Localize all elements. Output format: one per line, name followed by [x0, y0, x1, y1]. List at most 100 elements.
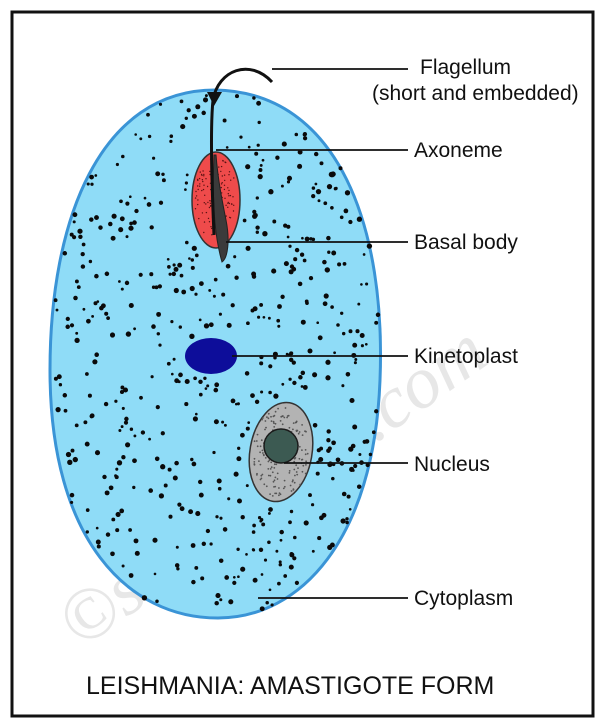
cytoplasm-granule [256, 196, 259, 199]
cytoplasm-granule [151, 324, 156, 329]
cytoplasm-granule [374, 321, 378, 325]
nucleus-speckle [260, 479, 262, 481]
cytoplasm-granule [355, 329, 359, 333]
axoneme-speckle [197, 185, 198, 186]
cytoplasm-granule [281, 185, 284, 188]
cytoplasm-granule [252, 530, 256, 534]
cytoplasm-granule [252, 96, 255, 99]
cytoplasm-granule [54, 298, 58, 302]
cytoplasm-granule [65, 325, 69, 329]
cytoplasm-granule [118, 280, 121, 283]
nucleus-speckle [256, 440, 258, 442]
cytoplasm-granule [273, 393, 278, 398]
nucleus-speckle [270, 416, 272, 418]
cytoplasm-granule [259, 168, 263, 172]
cytoplasm-granule [106, 532, 110, 536]
cytoplasm-granule [158, 284, 162, 288]
cytoplasm-granule [301, 320, 306, 325]
axoneme-speckle [200, 171, 201, 172]
axoneme-speckle [203, 232, 204, 233]
cytoplasm-granule [246, 321, 250, 325]
nucleus-speckle [262, 450, 264, 452]
cytoplasm-granule [219, 598, 222, 601]
cytoplasm-granule [199, 393, 203, 397]
axoneme-speckle [224, 189, 225, 190]
nucleus-speckle [273, 486, 275, 488]
cytoplasm-granule [133, 327, 136, 330]
nucleus-speckle [293, 488, 295, 490]
cytoplasm-granule [191, 266, 195, 270]
nucleus-speckle [275, 423, 277, 425]
cytoplasm-granule [295, 248, 299, 252]
cytoplasm-granule [331, 477, 335, 481]
axoneme-speckle [205, 203, 206, 204]
cytoplasm-granule [115, 528, 119, 532]
axoneme-speckle [233, 210, 234, 211]
cytoplasm-granule [236, 548, 239, 551]
cytoplasm-granule [206, 384, 209, 387]
cytoplasm-granule [289, 269, 294, 274]
cytoplasm-granule [303, 385, 308, 390]
cytoplasm-granule [159, 493, 164, 498]
cytoplasm-granule [187, 108, 191, 112]
cytoplasm-granule [77, 285, 81, 289]
cytoplasm-granule [188, 509, 193, 514]
nucleus-speckle [302, 471, 304, 473]
nucleus-speckle [283, 488, 285, 490]
cytoplasm-granule [325, 267, 330, 272]
cytoplasm-granule [177, 503, 181, 507]
cytoplasm-granule [114, 474, 117, 477]
nucleus-speckle [293, 422, 295, 424]
cytoplasm-granule [351, 444, 356, 449]
nucleus-speckle [282, 423, 284, 425]
cytoplasm-granule [200, 576, 204, 580]
cytoplasm-granule [198, 380, 202, 384]
cytoplasm-granule [322, 260, 327, 265]
cytoplasm-granule [245, 164, 250, 169]
cytoplasm-granule [289, 565, 294, 570]
cytoplasm-granule [83, 420, 87, 424]
cytoplasm-granule [154, 573, 157, 576]
label-flagellum: Flagellum [420, 56, 511, 79]
cytoplasm-granule [252, 549, 255, 552]
cytoplasm-granule [268, 512, 271, 515]
cytoplasm-granule [342, 332, 345, 335]
cytoplasm-granule [275, 550, 278, 553]
cytoplasm-granule [180, 100, 184, 104]
axoneme-speckle [230, 195, 231, 196]
cytoplasm-granule [326, 448, 331, 453]
axoneme-speckle [197, 199, 198, 200]
nucleus-speckle [305, 453, 307, 455]
cytoplasm-granule [193, 416, 198, 421]
cytoplasm-granule [264, 559, 267, 562]
cytoplasm-granule [111, 236, 116, 241]
cytoplasm-granule [317, 536, 321, 540]
cytoplasm-granule [70, 233, 74, 237]
axoneme-speckle [225, 205, 226, 206]
axoneme-speckle [224, 185, 225, 186]
axoneme-speckle [197, 180, 198, 181]
cytoplasm-granule [256, 231, 259, 234]
axoneme-speckle [201, 190, 202, 191]
cytoplasm-granule [280, 539, 283, 542]
cytoplasm-granule [295, 133, 299, 137]
axoneme-speckle [203, 189, 204, 190]
cytoplasm-granule [167, 265, 171, 269]
cytoplasm-granule [167, 258, 170, 261]
cytoplasm-granule [203, 97, 208, 102]
axoneme-speckle [196, 195, 197, 196]
nucleus-speckle [281, 416, 283, 418]
cytoplasm-granule [70, 501, 73, 504]
cytoplasm-granule [89, 217, 93, 221]
cytoplasm-granule [334, 187, 337, 190]
cytoplasm-granule [295, 581, 299, 585]
cytoplasm-granule [175, 563, 180, 568]
cytoplasm-granule [343, 262, 347, 266]
cytoplasm-granule [116, 163, 119, 166]
cytoplasm-granule [110, 332, 115, 337]
cytoplasm-granule [181, 290, 186, 295]
cytoplasm-granule [184, 188, 187, 191]
cytoplasm-granule [159, 103, 162, 106]
cytoplasm-granule [180, 274, 184, 278]
